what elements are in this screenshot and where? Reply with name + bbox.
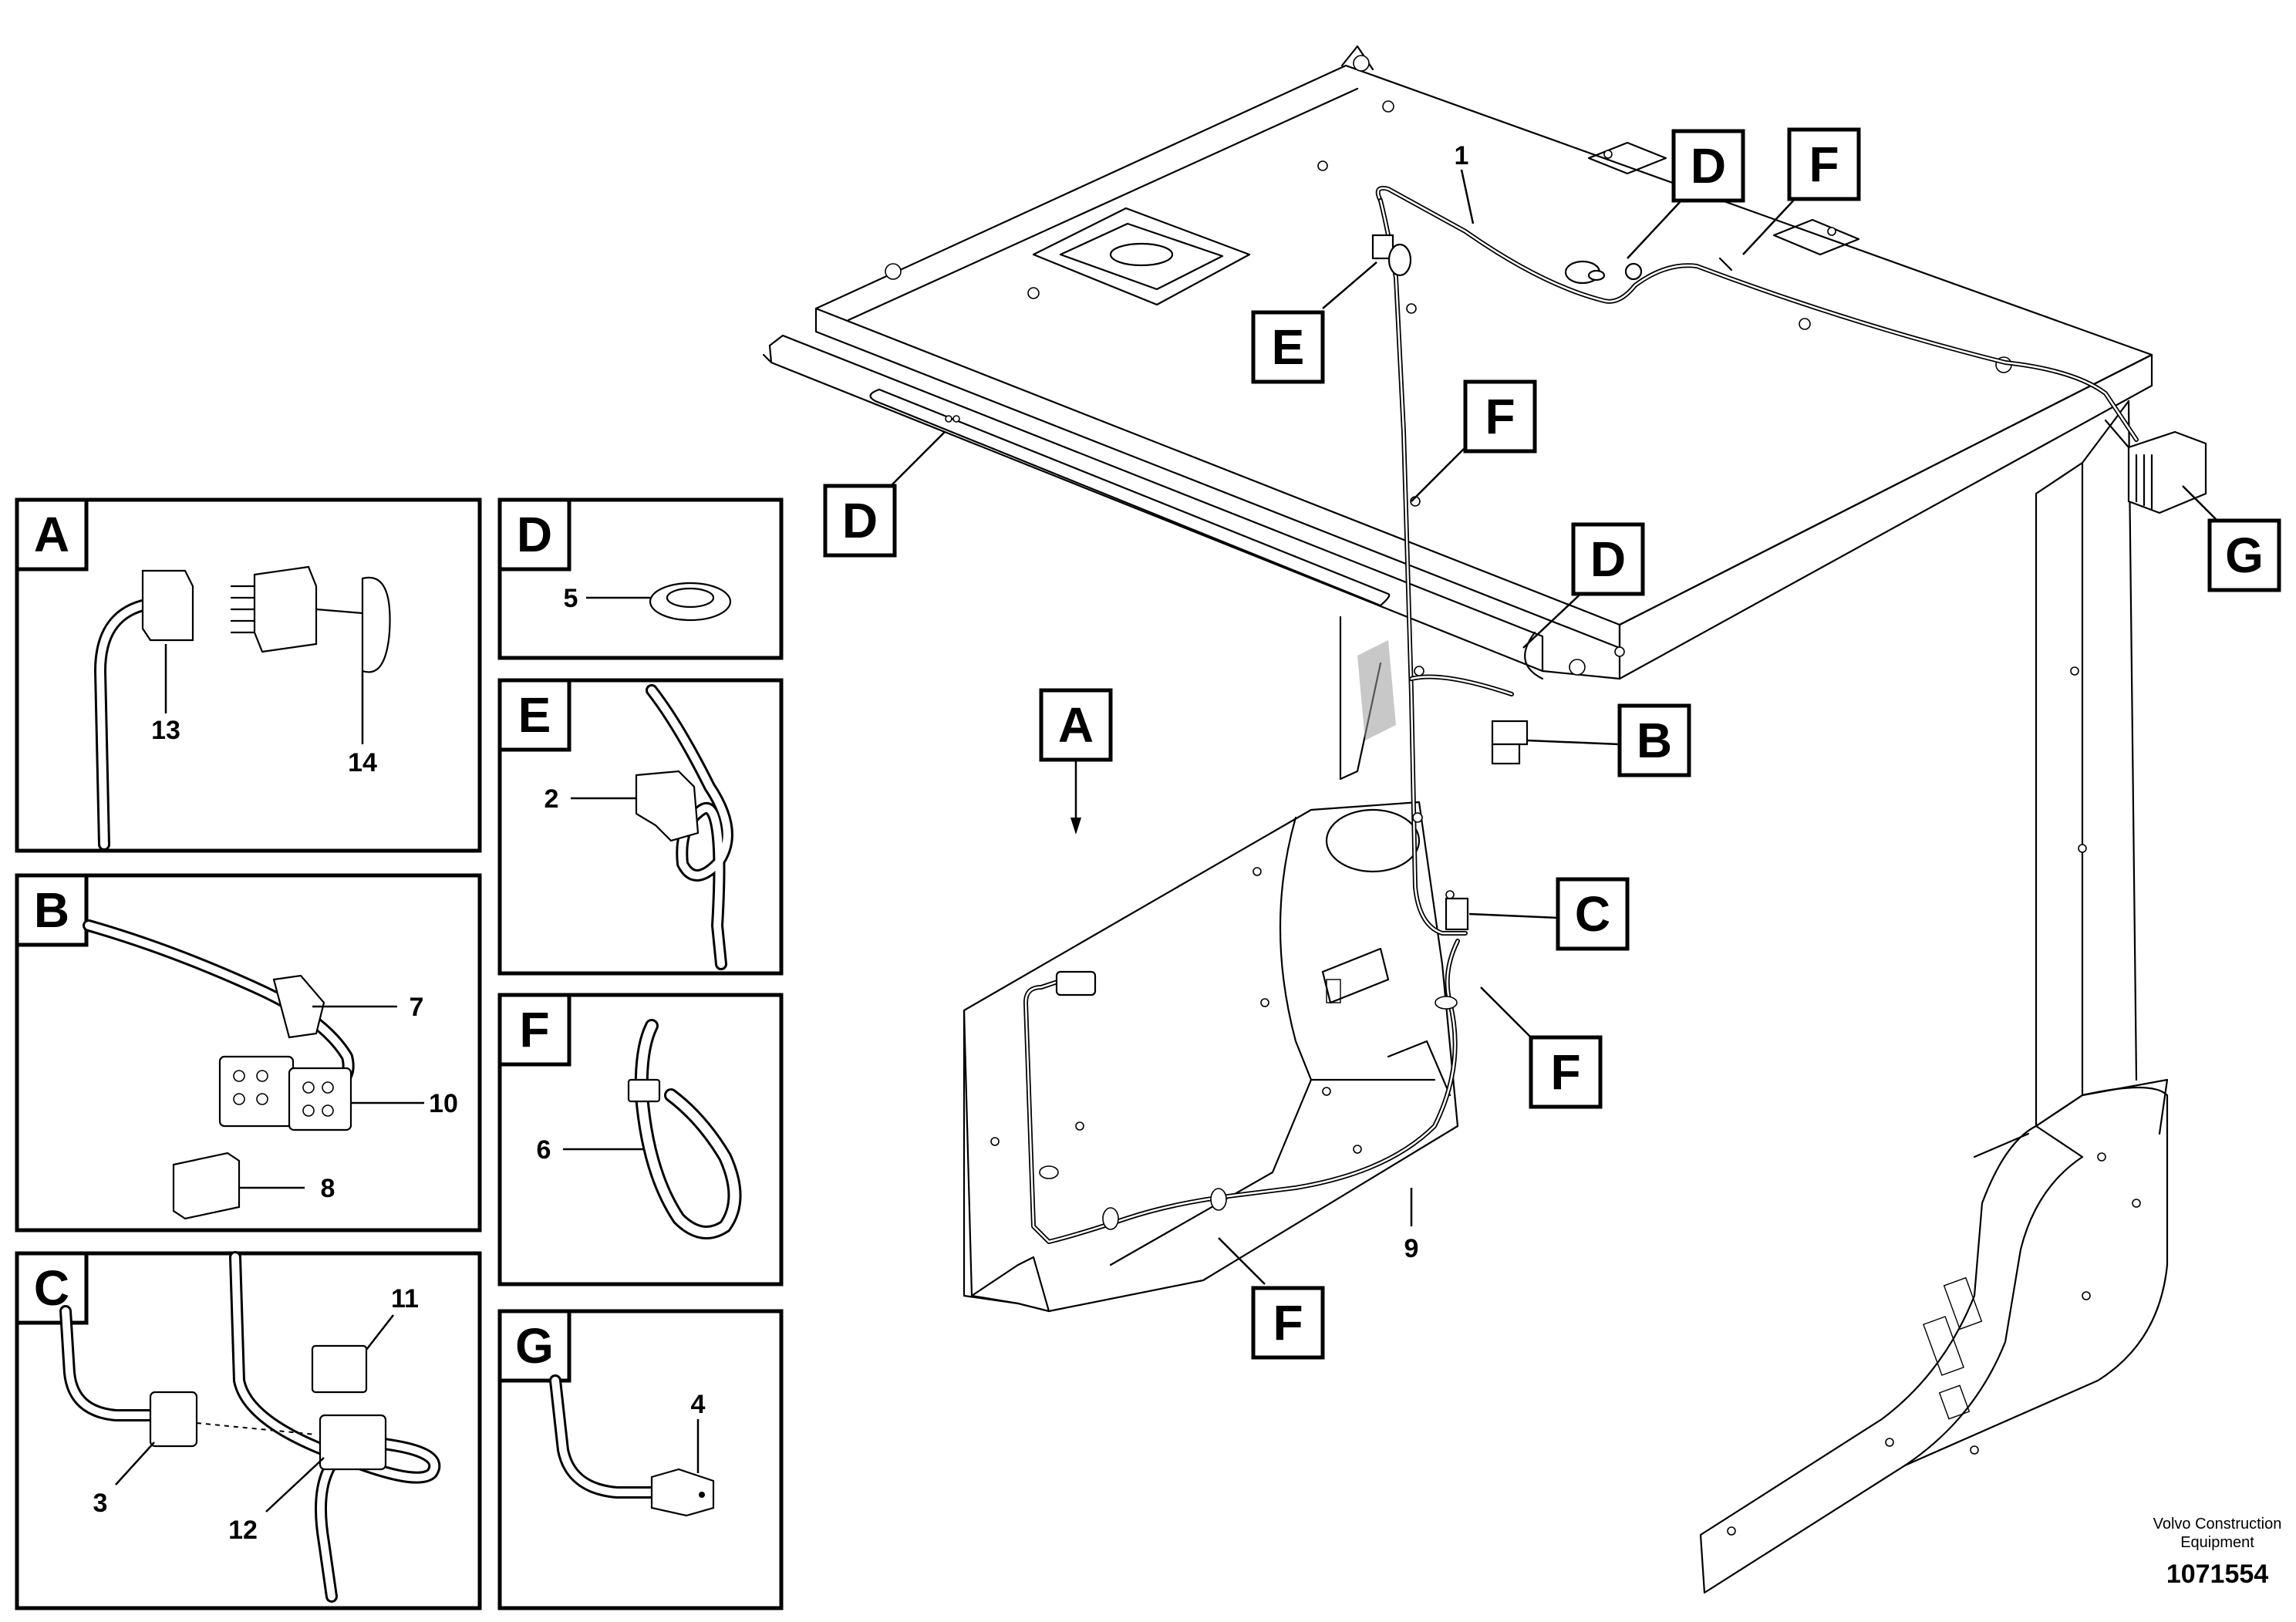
detail-panel-b: B 7 10 8 (15, 873, 482, 1233)
detail-panel-a: A 13 14 (15, 497, 482, 853)
label-box-d-top (1671, 129, 1745, 203)
panel-a-letter: A (34, 507, 69, 562)
label-f-bottom: F (1273, 1295, 1303, 1351)
label-box-e (1251, 310, 1325, 384)
callout-14: 14 (348, 748, 377, 777)
detail-panel-f: F 6 (497, 993, 784, 1286)
detail-panel-d: D 5 (497, 497, 784, 660)
callout-10: 10 (429, 1089, 458, 1118)
cab-roof-frame (762, 45, 2153, 680)
callout-1: 1 (1455, 141, 1469, 170)
label-box-f-top (1787, 127, 1861, 201)
label-d-right: D (1590, 531, 1626, 587)
drawing-number: 1071554 (2166, 1560, 2268, 1589)
callout-9: 9 (1404, 1234, 1419, 1263)
label-d-left: D (842, 493, 878, 548)
label-box-f-mid (1463, 379, 1537, 454)
callout-12: 12 (228, 1516, 258, 1545)
label-box-f-bottom (1251, 1286, 1325, 1360)
label-box-d-left (823, 484, 897, 558)
label-box-c (1556, 877, 1630, 951)
panel-e-letter: E (518, 687, 551, 743)
callout-7: 7 (410, 993, 424, 1022)
label-f-right: F (1550, 1044, 1580, 1100)
callout-4: 4 (691, 1390, 706, 1419)
callout-3: 3 (93, 1489, 108, 1518)
label-c: C (1575, 886, 1610, 942)
label-box-g (2207, 518, 2281, 592)
detail-panel-c: C 11 3 12 (15, 1251, 482, 1610)
main-labels: D F E F D D G A B C (823, 127, 2281, 1360)
cab-rear-wall (963, 801, 1459, 1313)
detail-panel-e: E 2 (497, 678, 784, 976)
panel-g-letter: G (515, 1318, 554, 1374)
callout-6: 6 (537, 1135, 551, 1165)
callout-11: 11 (391, 1284, 419, 1313)
company-name-line2: Equipment (2180, 1534, 2254, 1551)
footer: Volvo Construction Equipment 1071554 (2153, 1516, 2282, 1589)
label-a: A (1058, 697, 1094, 753)
callout-5: 5 (564, 584, 578, 613)
label-box-b (1617, 703, 1691, 777)
detail-panel-g: G 4 (497, 1309, 784, 1610)
label-d-top: D (1691, 138, 1726, 194)
label-box-d-right (1571, 522, 1645, 596)
cab-pillars (1339, 400, 2169, 1594)
label-box-f-right (1529, 1035, 1603, 1109)
label-e: E (1272, 319, 1305, 375)
label-g: G (2225, 528, 2264, 583)
wiring-harness (945, 186, 2207, 1244)
callout-13: 13 (151, 716, 180, 745)
label-b: B (1637, 713, 1672, 768)
callout-8: 8 (321, 1174, 335, 1203)
label-box-a (1039, 688, 1113, 762)
panel-d-letter: D (517, 507, 552, 562)
label-f-top: F (1809, 137, 1839, 192)
panel-b-letter: B (34, 882, 69, 938)
panel-f-letter: F (519, 1002, 549, 1057)
company-name-line1: Volvo Construction (2153, 1516, 2282, 1533)
label-f-mid: F (1485, 389, 1515, 444)
callout-2: 2 (544, 784, 559, 814)
